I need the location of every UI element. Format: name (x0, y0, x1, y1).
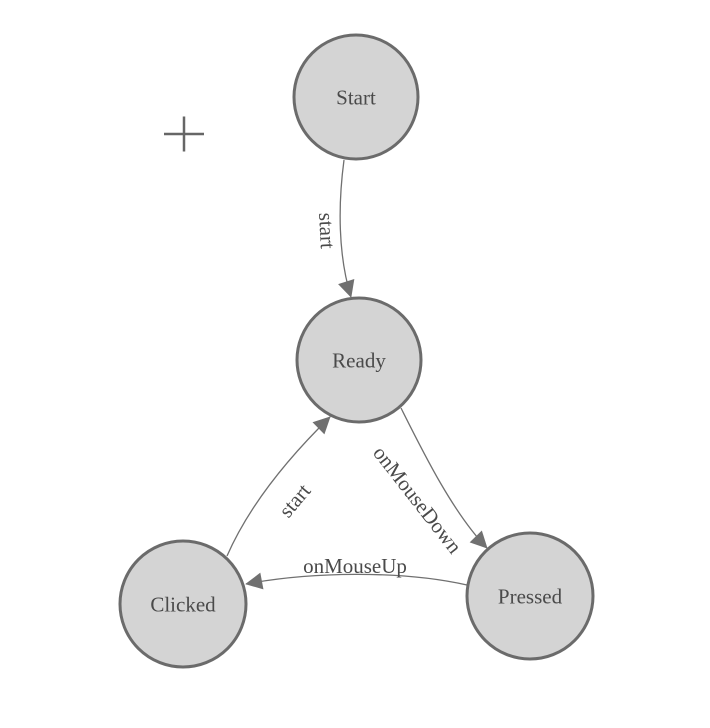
transition-start-to-ready[interactable] (338, 159, 355, 298)
transition-label-clicked-to-ready: start (274, 479, 316, 522)
transition-label-pressed-to-clicked: onMouseUp (303, 554, 407, 578)
cursor-layer (164, 116, 204, 152)
state-label-pressed: Pressed (498, 584, 563, 608)
state-circle-start[interactable] (292, 33, 420, 161)
state-node-clicked[interactable]: Clicked (118, 539, 248, 669)
transition-label-ready-to-pressed: onMouseDown (368, 441, 467, 558)
state-circle-pressed[interactable] (465, 531, 595, 661)
transition-label-start-to-ready: start (314, 212, 340, 250)
state-label-start: Start (336, 85, 376, 109)
transition-pressed-to-clicked[interactable] (245, 572, 468, 590)
transition-clicked-to-ready[interactable] (226, 416, 331, 557)
transition-ready-to-pressed[interactable] (400, 407, 488, 549)
state-circle-ready[interactable] (295, 296, 423, 424)
state-node-ready[interactable]: Ready (295, 296, 423, 424)
state-label-ready: Ready (332, 348, 386, 372)
state-node-pressed[interactable]: Pressed (465, 531, 595, 661)
state-label-clicked: Clicked (150, 592, 216, 616)
state-node-start[interactable]: Start (292, 33, 420, 161)
state-circle-clicked[interactable] (118, 539, 248, 669)
